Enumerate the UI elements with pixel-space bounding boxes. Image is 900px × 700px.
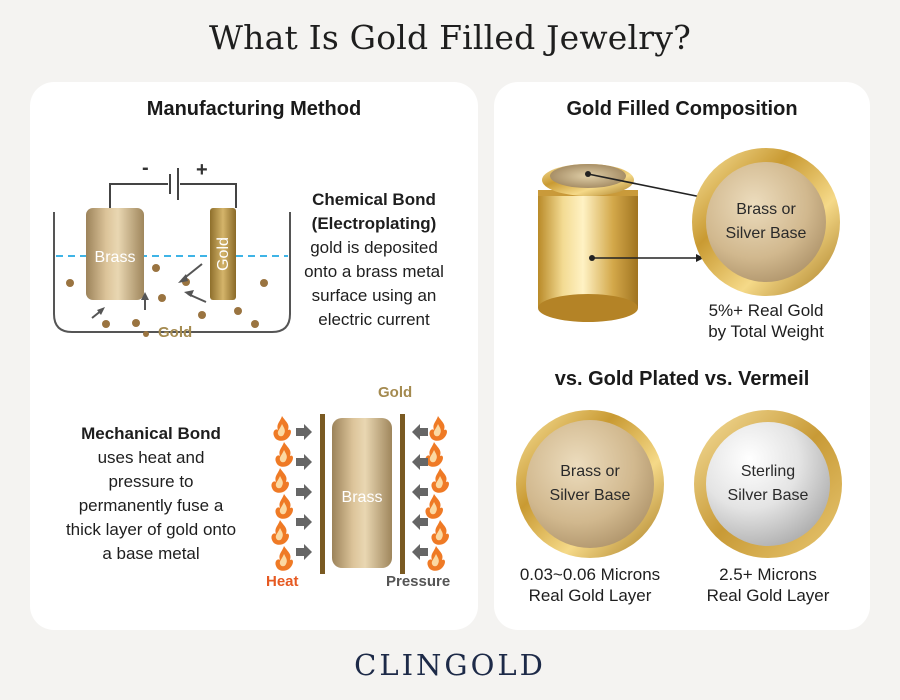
battery-icon	[109, 168, 237, 208]
caption-line: 0.03~0.06 Microns	[519, 565, 661, 584]
vermeil-circle-line2: Silver Base	[728, 487, 809, 504]
mechanical-line: uses heat and	[97, 448, 205, 467]
gold-particles-label: Gold	[158, 324, 192, 341]
heat-label: Heat	[266, 573, 299, 590]
caption-line: 2.5+ Microns	[719, 565, 817, 584]
comparison-diagram: Brass or Silver Base Sterling Silver Bas…	[516, 410, 842, 558]
plated-circle-line2: Silver Base	[550, 487, 631, 504]
caption-line: 5%+ Real Gold	[708, 301, 824, 320]
minus-sign: -	[142, 157, 149, 179]
mechanical-line: pressure to	[108, 472, 194, 491]
chemical-line: onto a brass metal	[304, 262, 444, 281]
caption-line: by Total Weight	[708, 322, 824, 341]
caption-line: Real Gold Layer	[528, 586, 652, 605]
gold-layer-right	[400, 414, 405, 574]
cylinder-icon	[538, 164, 638, 322]
mechanical-diagram: Brass	[271, 414, 449, 574]
brass-electrode-label: Brass	[95, 249, 136, 266]
comparison-heading: vs. Gold Plated vs. Vermeil	[554, 368, 810, 390]
pressure-label: Pressure	[386, 573, 451, 590]
chemical-line: electric current	[318, 310, 430, 329]
plated-caption: 0.03~0.06 Microns Real Gold Layer	[498, 564, 682, 606]
electroplating-diagram: - + Brass Gold	[53, 157, 291, 341]
chemical-bond-subtitle: (Electroplating)	[311, 214, 437, 233]
arrow-icon	[91, 263, 207, 319]
vermeil-circle-line1: Sterling	[741, 463, 795, 480]
gold-electrode	[210, 208, 236, 300]
tank	[53, 212, 291, 333]
chemical-bond-text: Chemical Bond (Electroplating) gold is d…	[276, 188, 472, 332]
mechanical-line: a base metal	[102, 544, 200, 563]
chemical-line: surface using an	[311, 286, 437, 305]
mechanical-bond-text: Mechanical Bond uses heat and pressure t…	[42, 422, 260, 566]
caption-line: Real Gold Layer	[706, 586, 830, 605]
gold-electrode-label: Gold	[215, 237, 232, 271]
mechanical-line: thick layer of gold onto	[65, 520, 237, 539]
manufacturing-heading: Manufacturing Method	[146, 98, 362, 120]
chemical-bond-title: Chemical Bond	[312, 190, 436, 209]
composition-panel: Gold Filled Composition Brass or Silver …	[494, 82, 870, 630]
plated-circle-line1: Brass or	[560, 463, 620, 480]
composition-circle-core	[706, 162, 826, 282]
composition-heading: Gold Filled Composition	[566, 98, 798, 120]
vermeil-circle-core	[706, 422, 830, 546]
brand-logo: CLINGOLD	[354, 648, 546, 682]
gold-particles	[66, 264, 268, 337]
plated-circle-core	[526, 420, 654, 548]
mechanical-bond-title: Mechanical Bond	[81, 424, 221, 443]
composition-caption: 5%+ Real Gold by Total Weight	[666, 300, 866, 342]
gold-layer-left	[320, 414, 325, 574]
mechanical-brass-label: Brass	[342, 489, 383, 506]
vermeil-caption: 2.5+ Microns Real Gold Layer	[682, 564, 854, 606]
composition-diagram: Brass or Silver Base	[538, 148, 840, 322]
brass-core	[332, 418, 392, 568]
page-title: What Is Gold Filled Jewelry?	[209, 18, 691, 57]
plus-sign: +	[196, 159, 208, 181]
manufacturing-panel: Manufacturing Method - + Brass Gold	[30, 82, 478, 630]
composition-circle-line2: Silver Base	[726, 225, 807, 242]
brass-electrode	[86, 208, 144, 300]
mechanical-gold-label: Gold	[378, 384, 413, 401]
composition-circle-line1: Brass or	[736, 201, 796, 218]
chemical-line: gold is deposited	[310, 238, 438, 257]
mechanical-line: permanently fuse a	[78, 496, 224, 515]
